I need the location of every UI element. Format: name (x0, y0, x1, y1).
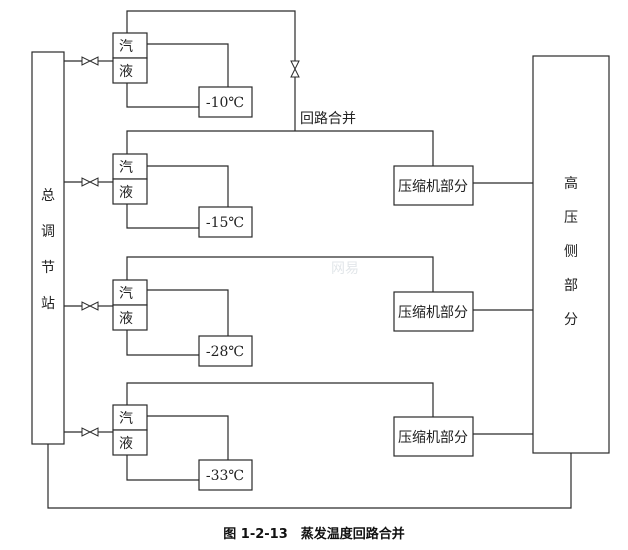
master-station-char: 站 (41, 296, 55, 312)
high-pressure-char: 分 (564, 312, 578, 328)
evaporator-unit-2: 汽 液 -15℃ 压缩机部分 (64, 153, 533, 238)
temperature-label: -28℃ (206, 344, 244, 360)
stop-valve-icon (81, 56, 99, 66)
liquid-label: 液 (119, 436, 133, 452)
liquid-label: 液 (119, 185, 133, 201)
master-station-char: 总 (41, 188, 55, 204)
high-pressure-side: 高 压 侧 部 分 (532, 55, 610, 454)
temperature-label: -15℃ (206, 215, 244, 231)
liquid-label: 液 (119, 64, 133, 80)
master-regulating-station: 总 调 节 站 (31, 51, 65, 445)
high-pressure-char: 侧 (564, 244, 578, 260)
watermark: 网易 (331, 261, 359, 277)
temperature-label: -10℃ (206, 95, 244, 111)
vapor-label: 汽 (119, 160, 133, 176)
figure-caption: 图 1-2-13 蒸发温度回路合并 (223, 526, 405, 542)
evaporator-unit-4: 汽 液 -33℃ 压缩机部分 (64, 404, 533, 491)
high-pressure-char: 压 (564, 210, 578, 226)
compressor-label: 压缩机部分 (398, 305, 468, 321)
stop-valve-icon (81, 301, 99, 311)
compressor-label: 压缩机部分 (398, 430, 468, 446)
stop-valve-icon (81, 177, 99, 187)
high-pressure-char: 部 (564, 278, 578, 294)
liquid-label: 液 (119, 311, 133, 327)
merged-circuit-piping: 回路合并 (126, 10, 434, 417)
master-station-char: 节 (41, 260, 55, 276)
evaporator-unit-1: 汽 液 -10℃ (64, 32, 253, 118)
evaporator-unit-3: 汽 液 -28℃ 压缩机部分 (64, 279, 533, 367)
stop-valve-icon (81, 427, 99, 437)
vapor-label: 汽 (119, 39, 133, 55)
merge-label: 回路合并 (300, 111, 356, 127)
compressor-label: 压缩机部分 (398, 179, 468, 195)
master-station-char: 调 (41, 224, 55, 240)
stop-valve-icon (290, 60, 300, 78)
vapor-label: 汽 (119, 286, 133, 302)
vapor-label: 汽 (119, 411, 133, 427)
return-line (47, 444, 572, 509)
high-pressure-char: 高 (564, 175, 578, 192)
temperature-label: -33℃ (206, 468, 244, 484)
